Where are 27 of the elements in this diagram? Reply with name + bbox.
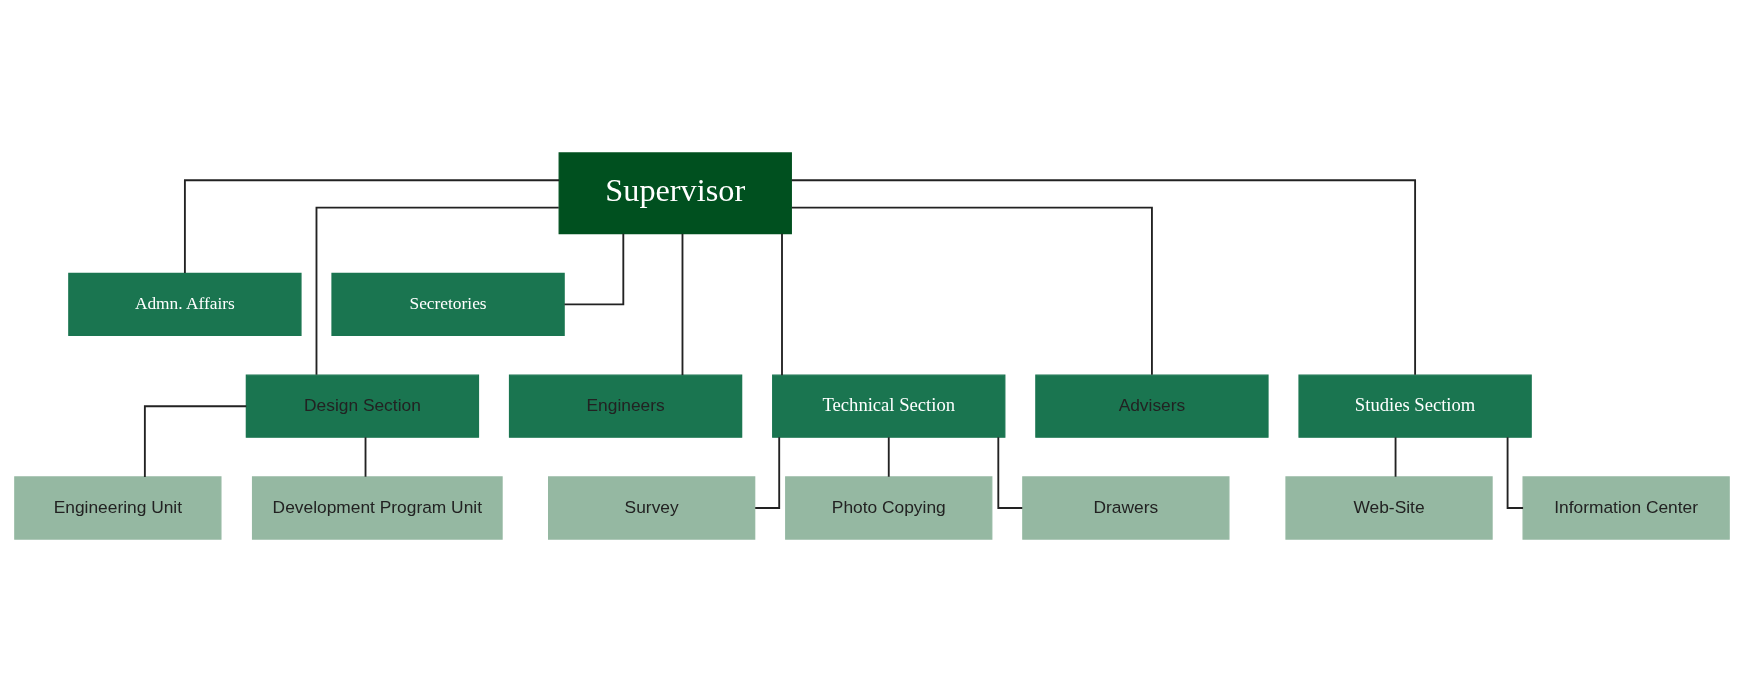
node-box: Advisers	[1035, 374, 1269, 438]
node-box: Secretories	[331, 272, 565, 336]
node-box: Survey	[548, 475, 756, 540]
node-box: Information Center	[1522, 475, 1730, 540]
node-box: Design Section	[245, 374, 480, 438]
node-box: Photo Copying	[785, 475, 993, 540]
connector	[887, 435, 890, 478]
connector	[1506, 435, 1524, 509]
connector	[790, 206, 1153, 376]
node-box: Supervisor	[558, 151, 792, 234]
node-box: Web-Site	[1285, 475, 1493, 540]
connector	[364, 435, 367, 478]
node-box: Engineering Unit	[14, 475, 222, 540]
connector	[563, 232, 625, 305]
node-box: Development Program Unit	[251, 475, 503, 540]
connector	[781, 232, 783, 376]
connector	[143, 404, 248, 478]
connector	[1394, 435, 1397, 478]
node-box: Admn. Affairs	[68, 272, 302, 336]
node-box: Technical Section	[772, 374, 1006, 438]
node-box: Studies Sectiom	[1298, 374, 1532, 438]
connector	[681, 232, 684, 376]
connector	[183, 178, 560, 274]
connector	[790, 178, 1417, 376]
node-box: Drawers	[1022, 475, 1230, 540]
node-box: Engineers	[508, 374, 743, 438]
connector	[315, 206, 560, 376]
